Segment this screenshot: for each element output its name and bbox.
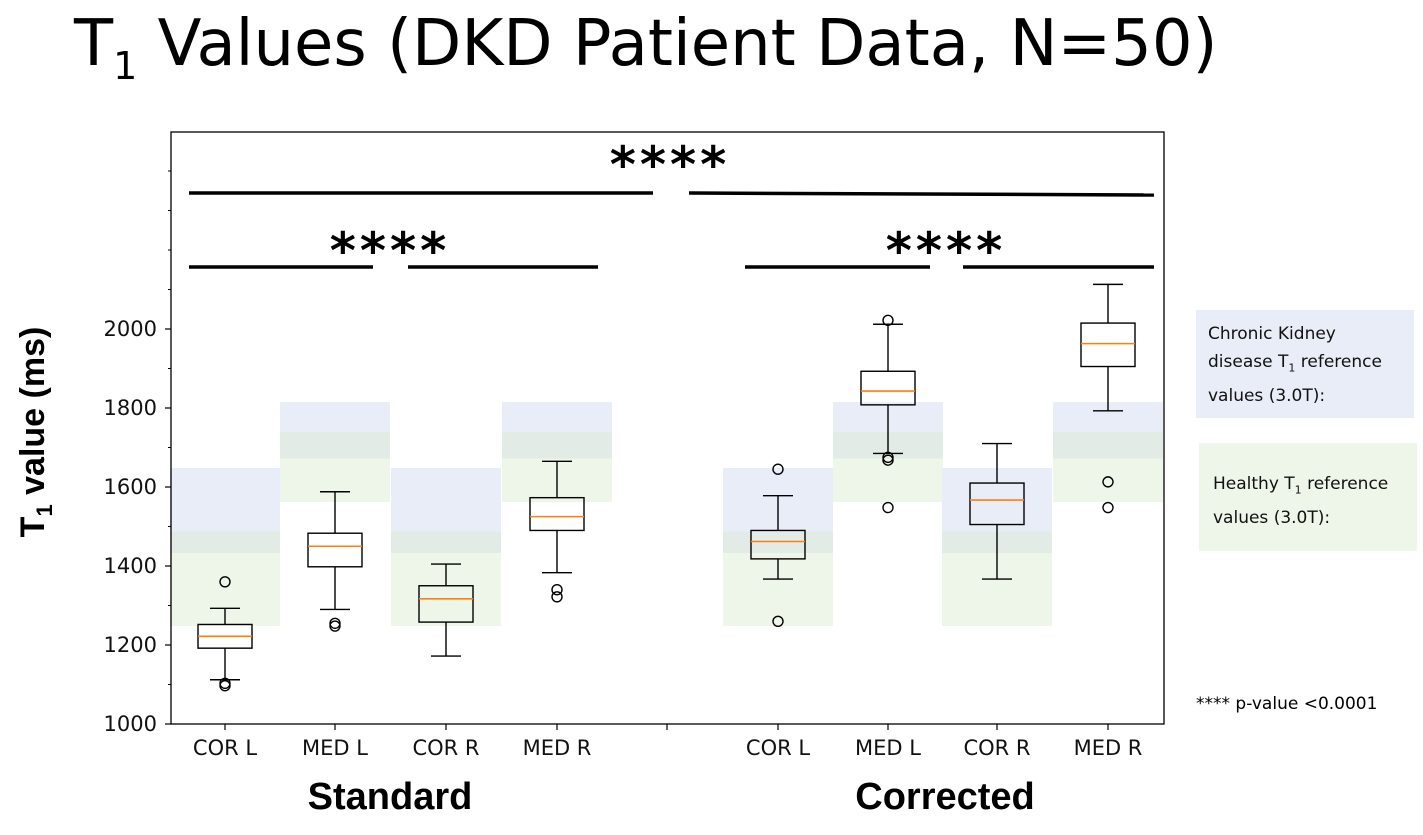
legend-ckd-post: reference values (3.0T): [1208,352,1382,407]
outlier-point [551,584,563,596]
overlap-reference-band [502,431,612,459]
outlier-point [219,679,231,692]
y-tick-label: 1600 [104,475,157,499]
iqr-box [418,585,474,623]
significance-label: **** [610,136,731,194]
legend-healthy-subscript: 1 [1294,483,1302,497]
x-tick-label: COR L [746,736,810,760]
outlier-point [772,615,784,627]
y-tick-label: 1800 [104,396,157,420]
outlier-point [329,620,341,632]
x-tick-label: COR R [412,736,479,760]
legend-healthy-post: reference values (3.0T): [1213,474,1389,529]
legend-ckd-subscript: 1 [1288,361,1296,375]
overlap-reference-band [280,431,390,459]
iqr-box [1080,322,1136,368]
y-tick-label: 1400 [104,554,157,578]
outlier-point [1102,476,1114,488]
x-tick-label: MED R [1074,736,1143,760]
outlier-point [219,576,231,588]
x-tick-label: MED L [855,736,921,760]
legend-ckd-reference: Chronic Kidney disease T1 reference valu… [1196,310,1414,418]
slide-title: T1 Values (DKD Patient Data, N=50) [74,4,1218,106]
legend-ckd-pre: Chronic Kidney disease T [1208,324,1336,372]
significance-bar [688,191,1155,197]
x-tick-label: MED L [302,736,368,760]
legend-healthy-pre: Healthy T [1213,474,1295,494]
outlier-point [882,451,894,464]
group-label-standard: Standard [307,776,473,818]
significance-label: **** [886,222,1007,280]
x-tick-label: COR L [193,736,257,760]
overlap-reference-band [170,531,280,553]
title-main: T [74,7,114,81]
iqr-box [529,496,585,532]
title-subscript: 1 [113,44,138,88]
significance-label: **** [330,222,451,280]
pvalue-note: **** p-value <0.0001 [1196,694,1378,714]
outlier-point [882,501,894,514]
iqr-box [750,529,806,560]
outlier-point [882,314,894,327]
y-tick-label: 2000 [104,317,157,341]
outlier-point [1102,501,1114,514]
x-tick-label: MED R [523,736,592,760]
iqr-box [969,482,1025,526]
overlap-reference-band [1053,431,1163,459]
iqr-box [860,370,916,406]
y-tick-label: 1000 [104,712,157,736]
outlier-point [329,617,341,629]
overlap-reference-band [391,531,501,553]
x-tick-label: COR R [963,736,1030,760]
group-label-corrected: Corrected [855,776,1035,818]
legend-healthy-reference: Healthy T1 reference values (3.0T): [1199,443,1417,551]
outlier-point [551,591,563,603]
iqr-box [307,532,363,568]
y-tick-label: 1200 [104,633,157,657]
outlier-point [772,463,784,475]
outlier-point [882,454,894,466]
title-rest: Values (DKD Patient Data, N=50) [137,7,1218,81]
